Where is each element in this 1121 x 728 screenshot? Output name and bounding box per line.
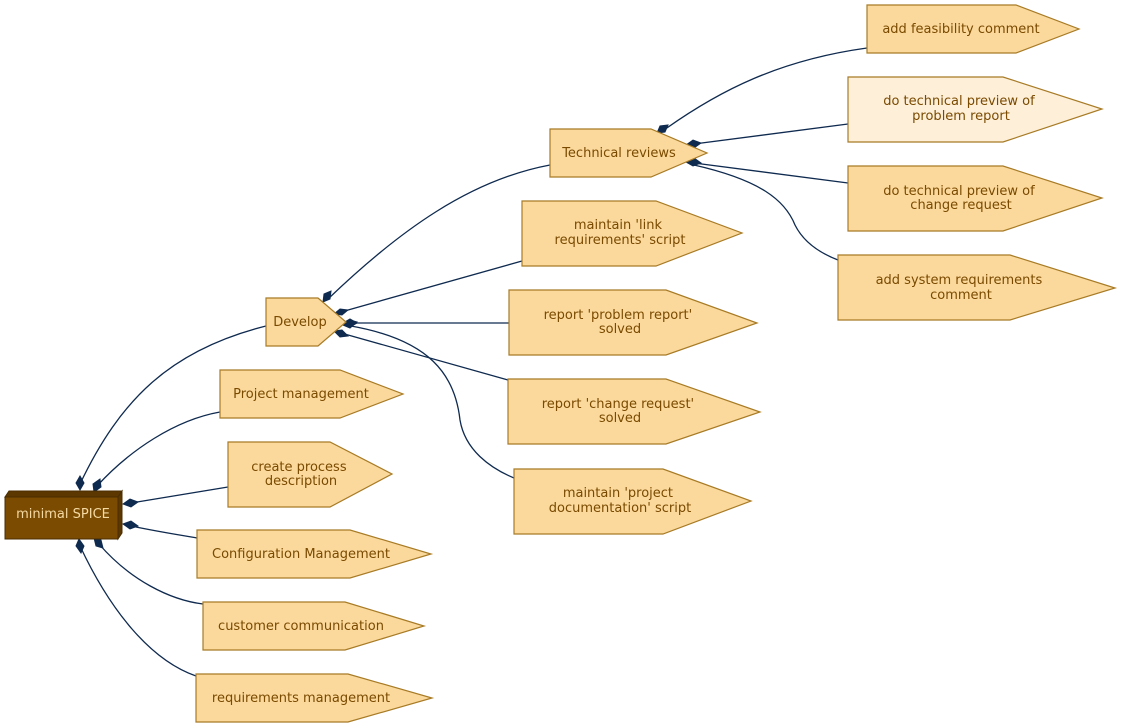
node-root-label: minimal SPICE bbox=[16, 507, 110, 522]
edge-reviews-preview-problem bbox=[693, 123, 849, 145]
edge-root-develop bbox=[79, 325, 267, 485]
edge-root-requirements-management bbox=[79, 545, 197, 677]
edges bbox=[79, 47, 868, 677]
node-requirements-management[interactable]: requirements management bbox=[195, 673, 435, 723]
edge-reviews-feasibility bbox=[663, 47, 868, 131]
diamond-develop-maintain-project-doc bbox=[341, 319, 359, 329]
diamond-develop-maintain-link bbox=[332, 308, 350, 316]
edge-develop-technical-reviews bbox=[327, 164, 551, 300]
node-project-management-label: Project management bbox=[233, 387, 369, 402]
node-create-process-description[interactable]: create process description bbox=[227, 441, 394, 508]
edge-develop-report-change bbox=[340, 332, 509, 381]
diamond-develop-technical-reviews bbox=[322, 290, 332, 303]
diamond-root-create-process bbox=[121, 498, 140, 508]
node-preview-problem-report-label: do technical preview of problem report bbox=[883, 94, 1039, 124]
node-root[interactable]: minimal SPICE bbox=[4, 489, 123, 541]
node-customer-communication-label: customer communication bbox=[218, 619, 384, 634]
node-requirements-management-label: requirements management bbox=[212, 691, 390, 706]
node-project-management[interactable]: Project management bbox=[219, 369, 405, 419]
edge-develop-maintain-link bbox=[340, 260, 523, 313]
node-customer-communication[interactable]: customer communication bbox=[202, 601, 427, 651]
diamond-root-develop bbox=[75, 474, 85, 492]
edge-root-project-management bbox=[96, 411, 221, 487]
edge-reviews-system-req bbox=[693, 164, 839, 261]
node-maintain-link-requirements-label: maintain 'link requirements' script bbox=[555, 218, 686, 248]
node-maintain-project-documentation[interactable]: maintain 'project documentation' script bbox=[513, 468, 753, 535]
edge-root-create-process bbox=[130, 486, 229, 504]
node-develop-label: Develop bbox=[273, 315, 327, 330]
node-report-change-solved[interactable]: report 'change request' solved bbox=[507, 378, 762, 445]
node-report-problem-solved[interactable]: report 'problem report' solved bbox=[508, 289, 759, 356]
node-add-system-requirements-comment-label: add system requirements comment bbox=[876, 273, 1047, 303]
diamond-root-requirements-management bbox=[75, 537, 85, 555]
node-configuration-management[interactable]: Configuration Management bbox=[196, 529, 434, 579]
node-add-feasibility-comment-label: add feasibility comment bbox=[882, 22, 1039, 37]
edge-develop-maintain-project-doc bbox=[350, 325, 515, 479]
node-technical-reviews[interactable]: Technical reviews bbox=[549, 128, 709, 178]
edge-root-customer-communication bbox=[98, 543, 204, 605]
node-preview-change-request-label: do technical preview of change request bbox=[883, 184, 1039, 213]
diamond-develop-report-change bbox=[332, 329, 350, 338]
node-configuration-management-label: Configuration Management bbox=[212, 547, 390, 562]
diamond-root-project-management bbox=[92, 478, 102, 493]
node-preview-problem-report[interactable]: do technical preview of problem report bbox=[847, 76, 1104, 143]
node-preview-change-request[interactable]: do technical preview of change request bbox=[847, 165, 1104, 232]
node-technical-reviews-label: Technical reviews bbox=[561, 146, 676, 161]
node-create-process-description-label: create process description bbox=[251, 460, 351, 489]
aggregation-markers bbox=[75, 124, 703, 555]
diamond-root-configuration bbox=[121, 520, 140, 530]
node-add-feasibility-comment[interactable]: add feasibility comment bbox=[866, 4, 1081, 54]
diamond-reviews-feasibility bbox=[656, 124, 669, 134]
edge-root-configuration bbox=[130, 525, 198, 539]
node-root-label-line: minimal SPICE bbox=[16, 507, 110, 522]
node-maintain-link-requirements[interactable]: maintain 'link requirements' script bbox=[521, 200, 744, 267]
node-report-change-solved-label: report 'change request' solved bbox=[542, 397, 699, 426]
node-add-system-requirements-comment[interactable]: add system requirements comment bbox=[837, 254, 1118, 321]
node-maintain-project-documentation-label: maintain 'project documentation' script bbox=[549, 486, 691, 516]
node-develop[interactable]: Develop bbox=[265, 297, 347, 347]
edge-reviews-preview-change bbox=[693, 162, 849, 184]
node-report-problem-solved-label: report 'problem report' solved bbox=[544, 308, 697, 337]
